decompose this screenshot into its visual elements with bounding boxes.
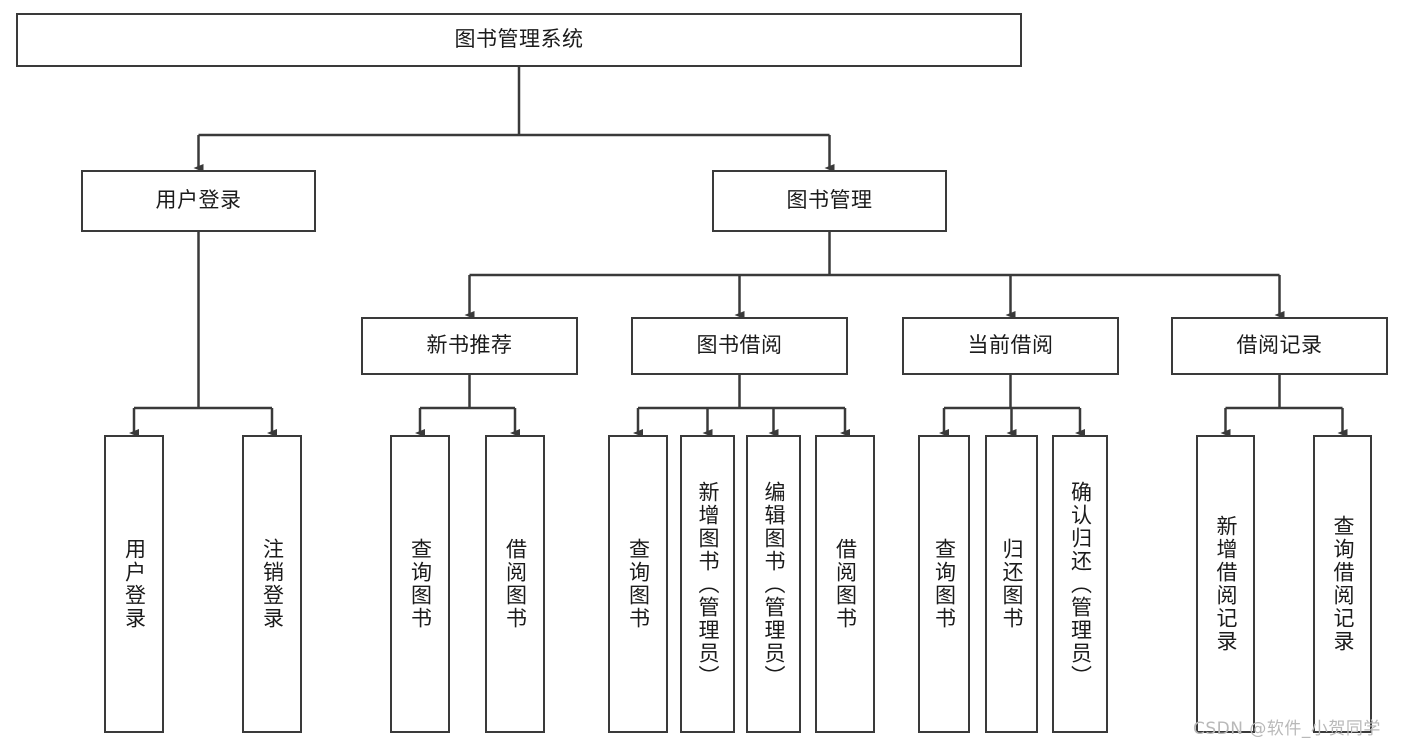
node-leaf9[interactable]: 查询图书 [918,435,970,733]
node-leaf6[interactable]: 新增图书（管理员） [680,435,735,733]
node-l3d[interactable]: 借阅记录 [1171,317,1388,375]
node-label: 编辑图书（管理员） [762,480,786,688]
node-leaf8[interactable]: 借阅图书 [815,435,875,733]
node-leaf2[interactable]: 注销登录 [242,435,302,733]
node-label: 归还图书 [1000,538,1024,630]
node-label: 新增图书（管理员） [696,480,720,688]
node-root[interactable]: 图书管理系统 [16,13,1022,67]
node-leaf13[interactable]: 查询借阅记录 [1313,435,1372,733]
node-label: 用户登录 [122,538,147,630]
node-leaf7[interactable]: 编辑图书（管理员） [746,435,801,733]
node-l3c[interactable]: 当前借阅 [902,317,1119,375]
node-label: 借阅图书 [833,538,858,630]
node-leaf10[interactable]: 归还图书 [985,435,1038,733]
node-label: 借阅记录 [1236,333,1323,358]
node-label: 注销登录 [260,538,285,630]
edge-group [129,67,1348,437]
csdn-watermark: CSDN @软件_小贺同学 [1193,719,1381,739]
node-label: 查询图书 [932,538,957,630]
node-label: 图书借阅 [696,333,783,358]
node-label: 确认归还（管理员） [1068,480,1093,688]
node-l3b[interactable]: 图书借阅 [631,317,848,375]
node-l2a[interactable]: 用户登录 [81,170,316,232]
node-l2b[interactable]: 图书管理 [712,170,947,232]
node-label: 图书管理系统 [454,27,584,52]
node-label: 图书管理 [786,188,873,213]
node-label: 当前借阅 [967,333,1054,358]
node-leaf3[interactable]: 查询图书 [390,435,450,733]
node-leaf4[interactable]: 借阅图书 [485,435,545,733]
node-leaf1[interactable]: 用户登录 [104,435,164,733]
node-label: 新增借阅记录 [1214,515,1238,653]
node-label: 查询图书 [408,538,433,630]
node-label: 新书推荐 [426,333,513,358]
node-leaf5[interactable]: 查询图书 [608,435,668,733]
node-leaf12[interactable]: 新增借阅记录 [1196,435,1255,733]
node-label: 借阅图书 [503,538,528,630]
node-label: 用户登录 [155,188,242,213]
node-leaf11[interactable]: 确认归还（管理员） [1052,435,1108,733]
node-label: 查询图书 [626,538,651,630]
node-label: 查询借阅记录 [1331,515,1355,653]
node-l3a[interactable]: 新书推荐 [361,317,578,375]
